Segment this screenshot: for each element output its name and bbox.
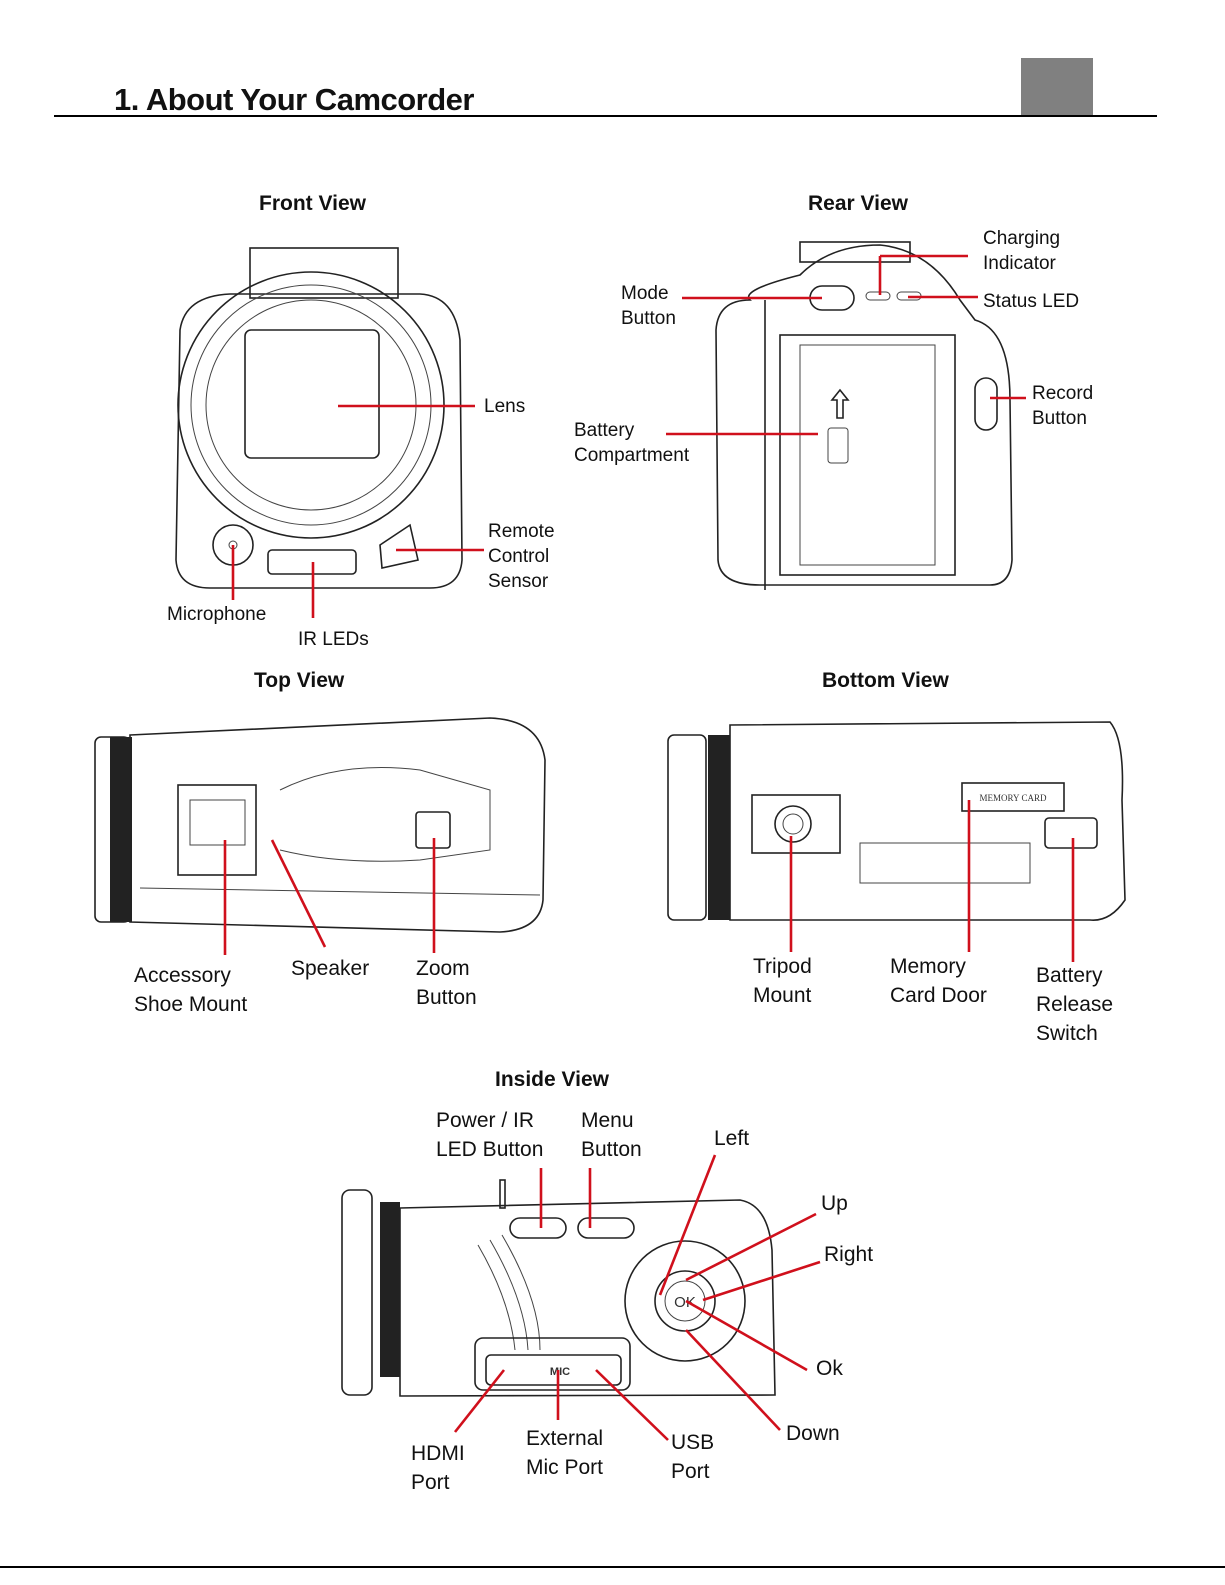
front-view-heading: Front View: [259, 192, 366, 215]
section-tab-marker: [1021, 58, 1093, 116]
label-power-ir-led-button: Power / IR LED Button: [436, 1109, 544, 1161]
label-status-led: Status LED: [983, 291, 1080, 312]
label-accessory-shoe-mount: Accessory Shoe Mount: [134, 964, 248, 1016]
rear-view-drawing: [715, 241, 1013, 590]
ok-button-imprint: OK: [674, 1294, 696, 1311]
bottom-view-heading: Bottom View: [822, 669, 949, 692]
inside-view-heading: Inside View: [495, 1068, 609, 1091]
label-speaker: Speaker: [291, 957, 370, 980]
label-menu-button: Menu Button: [581, 1109, 642, 1161]
memory-card-imprint: MEMORY CARD: [980, 793, 1047, 803]
label-memory-card-door: Memory Card Door: [890, 955, 987, 1007]
bottom-view-drawing: MEMORY CARD: [667, 721, 1126, 921]
label-left: Left: [714, 1127, 750, 1150]
label-battery-compartment: Battery Compartment: [574, 420, 690, 466]
label-external-mic-port: External Mic Port: [526, 1427, 604, 1479]
label-tripod-mount: Tripod Mount: [753, 955, 812, 1007]
label-record-button: Record Button: [1032, 383, 1094, 429]
label-microphone: Microphone: [167, 604, 267, 625]
label-hdmi-port: HDMI Port: [411, 1442, 465, 1494]
mic-port-imprint: MIC: [550, 1366, 570, 1378]
title-rule: [54, 115, 1157, 117]
inside-view-drawing: OK MIC: [341, 1179, 776, 1397]
label-lens: Lens: [484, 396, 526, 417]
front-view-drawing: [175, 247, 463, 589]
label-usb-port: USB Port: [671, 1431, 715, 1483]
footer-rule: [0, 1566, 1225, 1568]
label-up: Up: [821, 1192, 848, 1215]
label-remote-control-sensor: Remote Control Sensor: [488, 521, 555, 592]
leader-lines: [223, 254, 1075, 1441]
rear-view-heading: Rear View: [808, 192, 909, 215]
label-zoom-button: Zoom Button: [416, 957, 477, 1009]
page-title: 1. About Your Camcorder: [114, 82, 475, 117]
label-ok: Ok: [816, 1357, 843, 1380]
top-view-heading: Top View: [254, 669, 345, 692]
top-view-drawing: [94, 717, 546, 933]
label-right: Right: [824, 1243, 874, 1266]
label-down: Down: [786, 1422, 840, 1445]
label-charging-indicator: Charging Indicator: [983, 228, 1061, 274]
label-ir-leds: IR LEDs: [298, 629, 369, 650]
label-battery-release-switch: Battery Release Switch: [1036, 964, 1114, 1045]
label-mode-button: Mode Button: [621, 283, 676, 329]
